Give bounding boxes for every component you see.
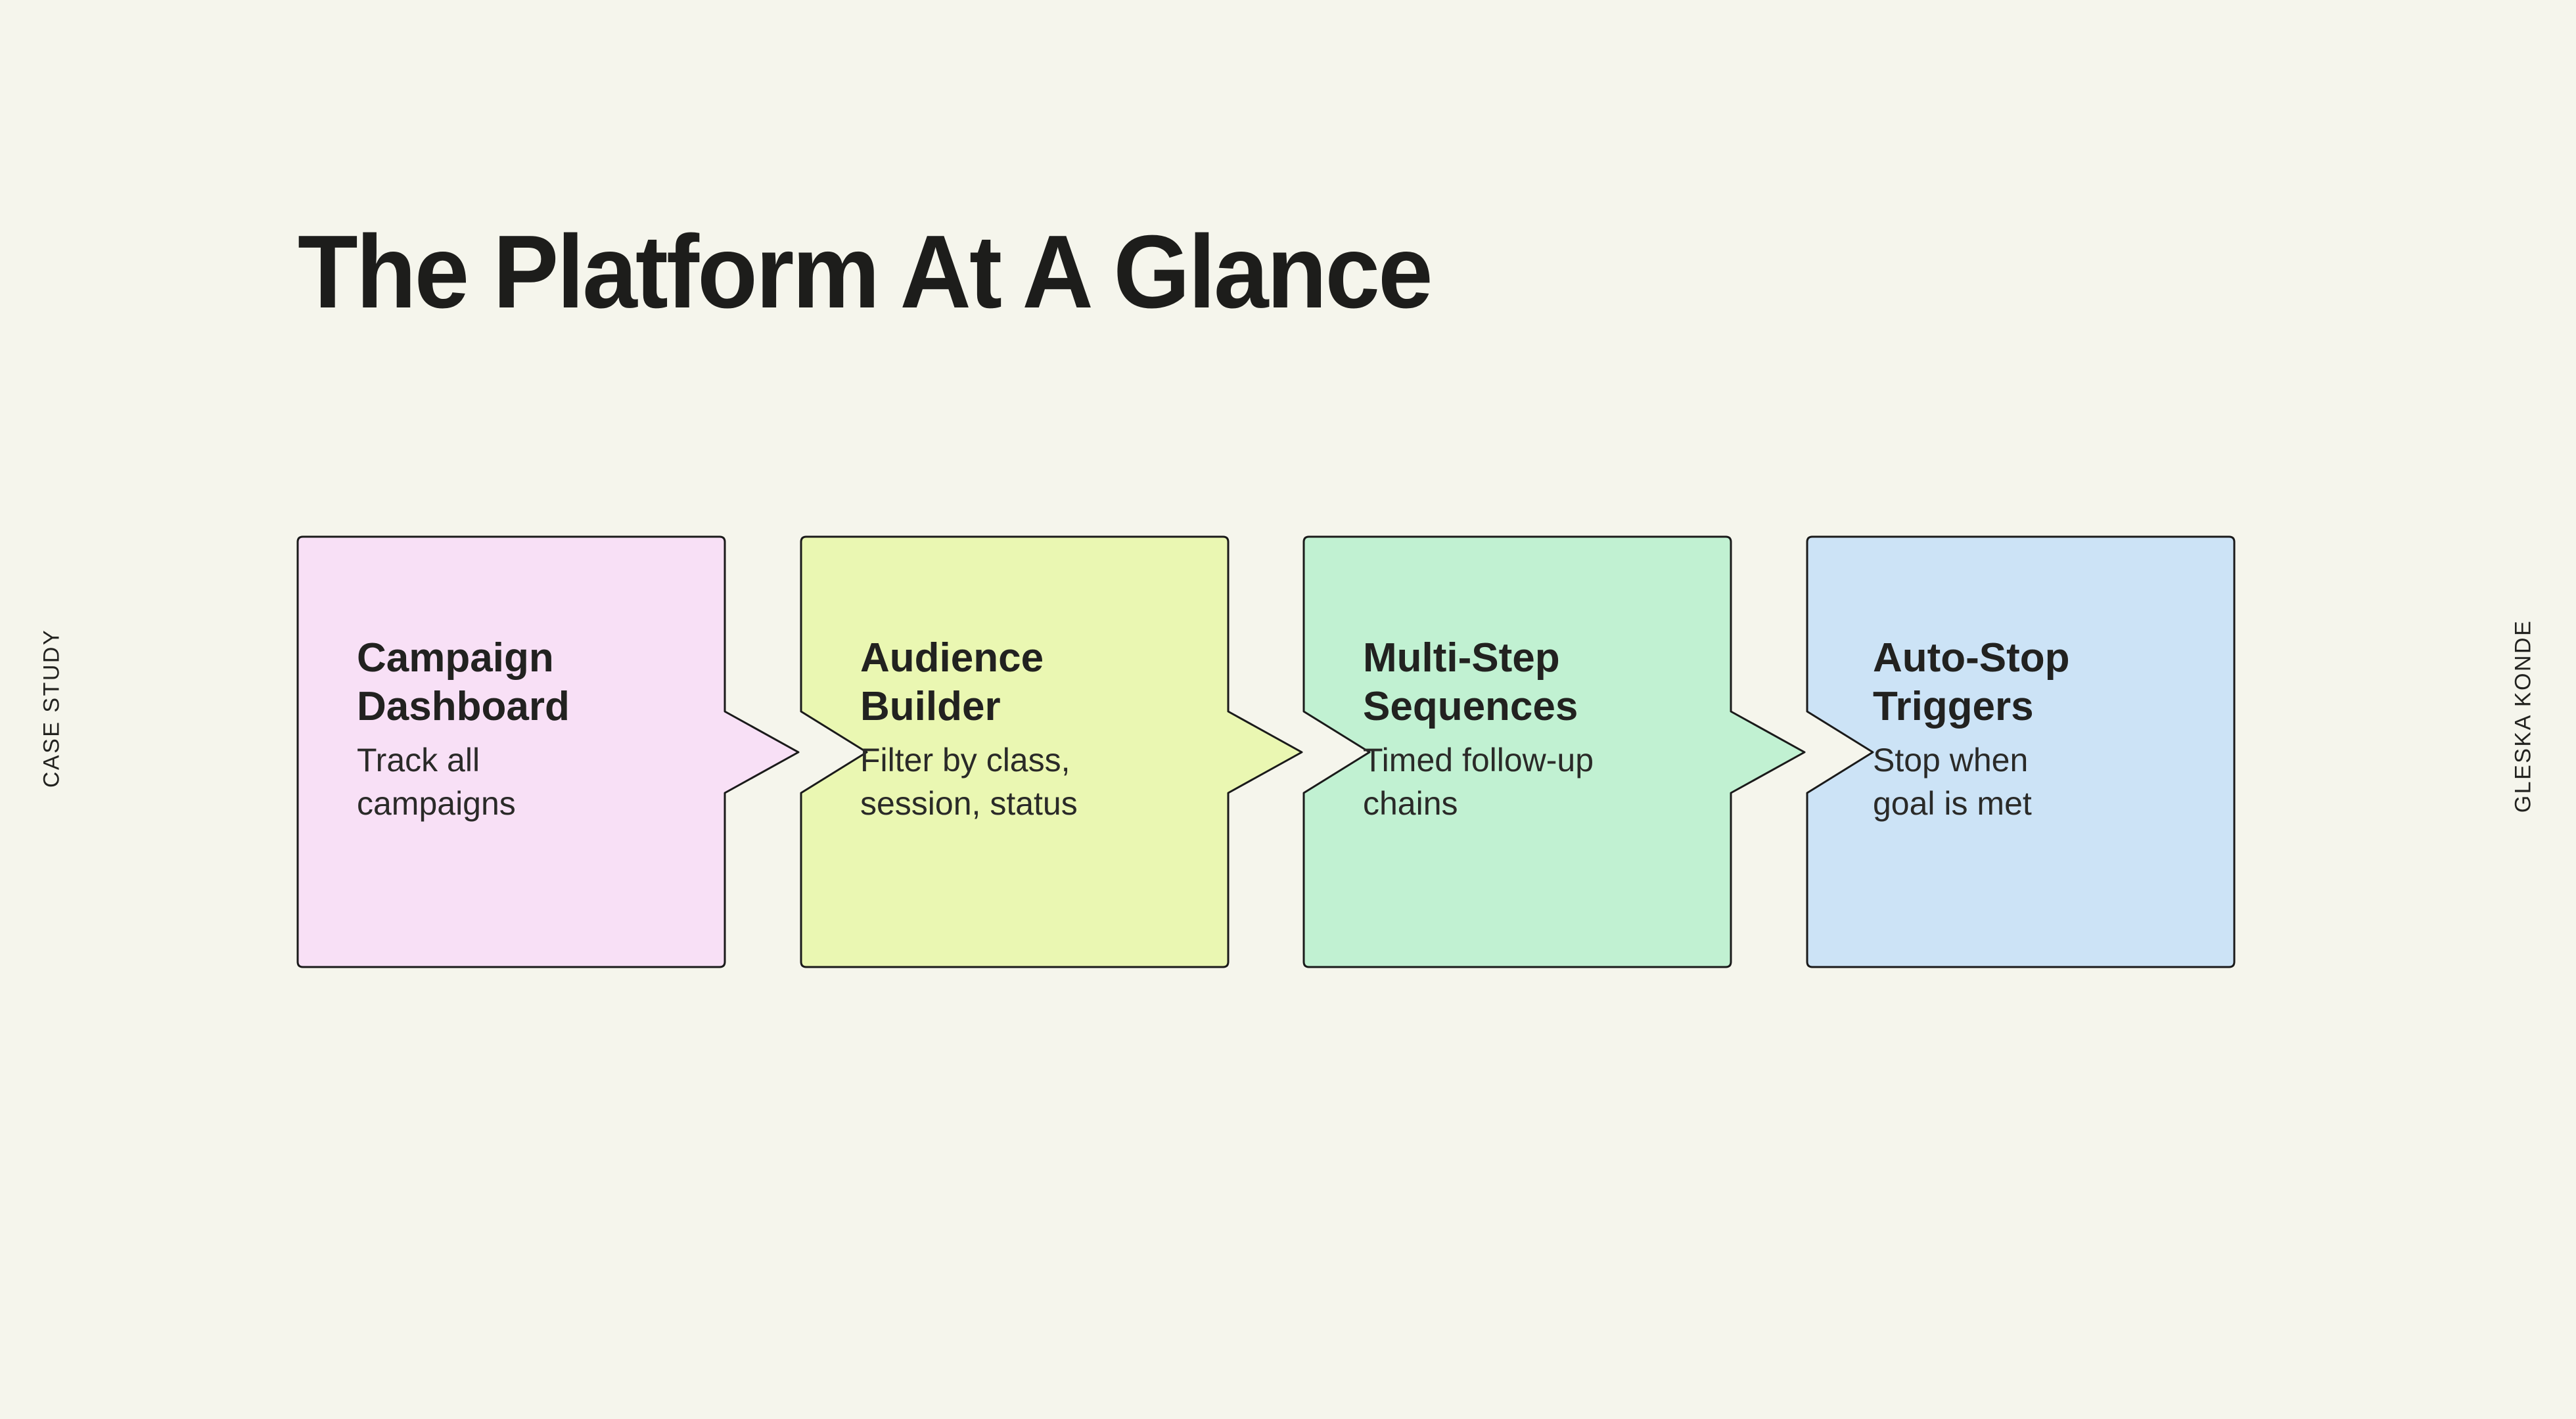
step-title: Audience Builder: [860, 635, 1044, 730]
step-text-block: Audience Builder Filter by class, sessio…: [860, 634, 1208, 825]
step-shape-path: [1806, 535, 2236, 968]
process-flow: Campaign Dashboard Track all campaigns A…: [0, 535, 2576, 968]
step-card-audience-builder: Audience Builder Filter by class, sessio…: [800, 535, 1303, 968]
step-card-campaign-dashboard: Campaign Dashboard Track all campaigns: [296, 535, 800, 968]
step-text-block: Multi-Step Sequences Timed follow-up cha…: [1363, 634, 1711, 825]
step-title: Auto-Stop Triggers: [1873, 635, 2070, 730]
step-text-block: Campaign Dashboard Track all campaigns: [357, 634, 705, 825]
step-title: Multi-Step Sequences: [1363, 635, 1578, 730]
step-shape-path: [800, 535, 1303, 968]
step-arrow-shape: [1806, 535, 2236, 968]
step-shape-path: [296, 535, 800, 968]
step-description: Track all campaigns: [357, 741, 516, 822]
step-card-multi-step-sequences: Multi-Step Sequences Timed follow-up cha…: [1302, 535, 1806, 968]
step-arrow-shape: [800, 535, 1303, 968]
step-title: Campaign Dashboard: [357, 635, 570, 730]
step-text-block: Auto-Stop Triggers Stop when goal is met: [1873, 634, 2215, 825]
page-title: The Platform At A Glance: [298, 214, 1433, 330]
step-card-auto-stop-triggers: Auto-Stop Triggers Stop when goal is met: [1806, 535, 2236, 968]
step-description: Filter by class, session, status: [860, 741, 1078, 822]
step-description: Timed follow-up chains: [1363, 741, 1594, 822]
step-description: Stop when goal is met: [1873, 741, 2032, 822]
step-arrow-shape: [1302, 535, 1806, 968]
step-arrow-shape: [296, 535, 800, 968]
step-shape-path: [1302, 535, 1806, 968]
